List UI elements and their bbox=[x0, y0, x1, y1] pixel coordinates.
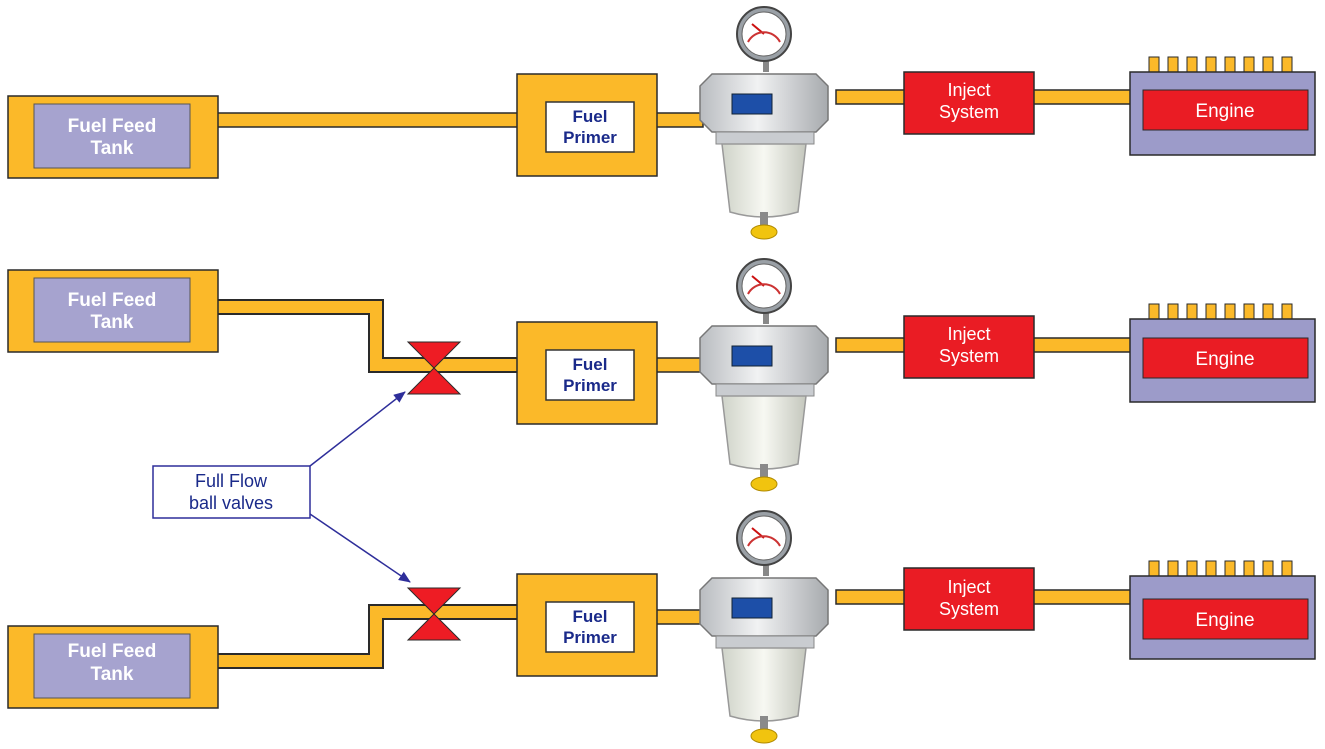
primer-label-line2: Primer bbox=[563, 128, 617, 147]
engine: Engine bbox=[1129, 56, 1316, 156]
pipe-filter-to-inject bbox=[835, 89, 907, 105]
engine-cylinders bbox=[1148, 303, 1293, 322]
tank-label-line2: Tank bbox=[91, 664, 134, 685]
ball-valve-icon bbox=[406, 341, 462, 395]
fuel-primer: Fuel Primer bbox=[516, 321, 658, 425]
tank-label-line1: Fuel Feed bbox=[68, 290, 157, 311]
ball-valve-icon bbox=[406, 587, 462, 641]
fuel-primer: Fuel Primer bbox=[516, 73, 658, 177]
inject-system: Inject System bbox=[903, 71, 1035, 135]
inject-label-line1: Inject bbox=[947, 577, 990, 597]
tank-label-line2: Tank bbox=[91, 138, 134, 159]
inject-system: Inject System bbox=[903, 315, 1035, 379]
inject-label-line1: Inject bbox=[947, 324, 990, 344]
pipe-tank-to-valve bbox=[215, 299, 520, 373]
tank-label-line1: Fuel Feed bbox=[68, 641, 157, 662]
fuel-primer: Fuel Primer bbox=[516, 573, 658, 677]
callout-line2: ball valves bbox=[189, 493, 273, 513]
fuel-water-separator-filter-icon bbox=[699, 510, 829, 744]
pipe-tank-to-primer bbox=[214, 112, 520, 128]
primer-label-line1: Fuel bbox=[573, 355, 608, 374]
inject-label-line2: System bbox=[939, 599, 999, 619]
engine-label: Engine bbox=[1195, 349, 1254, 370]
primer-label-line2: Primer bbox=[563, 376, 617, 395]
callout-full-flow-ball-valves: Full Flow ball valves bbox=[152, 391, 411, 583]
fuel-feed-tank: Fuel Feed Tank bbox=[7, 95, 219, 179]
inject-label-line1: Inject bbox=[947, 80, 990, 100]
primer-label-line1: Fuel bbox=[573, 607, 608, 626]
pipe-filter-to-inject bbox=[835, 337, 907, 353]
callout-arrow-upper bbox=[309, 391, 406, 467]
primer-label-line2: Primer bbox=[563, 628, 617, 647]
engine-label: Engine bbox=[1195, 610, 1254, 631]
primer-label-line1: Fuel bbox=[573, 107, 608, 126]
fuel-water-separator-filter-icon bbox=[699, 6, 829, 240]
engine: Engine bbox=[1129, 303, 1316, 403]
pipe-inject-to-engine bbox=[1032, 589, 1134, 605]
tank-label-line1: Fuel Feed bbox=[68, 116, 157, 137]
callout-arrow-lower bbox=[309, 513, 411, 583]
inject-label-line2: System bbox=[939, 346, 999, 366]
pipe-tank-to-valve bbox=[215, 604, 520, 669]
pipe-filter-to-inject bbox=[835, 589, 907, 605]
inject-system: Inject System bbox=[903, 567, 1035, 631]
callout-line1: Full Flow bbox=[195, 471, 268, 491]
pipe-primer-to-filter bbox=[654, 112, 704, 128]
pipe-inject-to-engine bbox=[1032, 337, 1134, 353]
fuel-feed-tank: Fuel Feed Tank bbox=[7, 625, 219, 709]
engine: Engine bbox=[1129, 560, 1316, 660]
fuel-water-separator-filter-icon bbox=[699, 258, 829, 492]
inject-label-line2: System bbox=[939, 102, 999, 122]
tank-label-line2: Tank bbox=[91, 312, 134, 333]
pipe-inject-to-engine bbox=[1032, 89, 1134, 105]
row-2: Fuel Feed Tank Fuel Primer bbox=[7, 258, 1316, 492]
fuel-feed-tank: Fuel Feed Tank bbox=[7, 269, 219, 353]
row-3: Fuel Feed Tank Fuel Primer bbox=[7, 510, 1316, 744]
pipe-primer-to-filter bbox=[654, 609, 704, 625]
engine-label: Engine bbox=[1195, 101, 1254, 122]
pipe-primer-to-filter bbox=[654, 357, 704, 373]
callout-box bbox=[152, 465, 311, 519]
row-1: Fuel Feed Tank Fuel Primer Inject Syste bbox=[7, 6, 1316, 240]
